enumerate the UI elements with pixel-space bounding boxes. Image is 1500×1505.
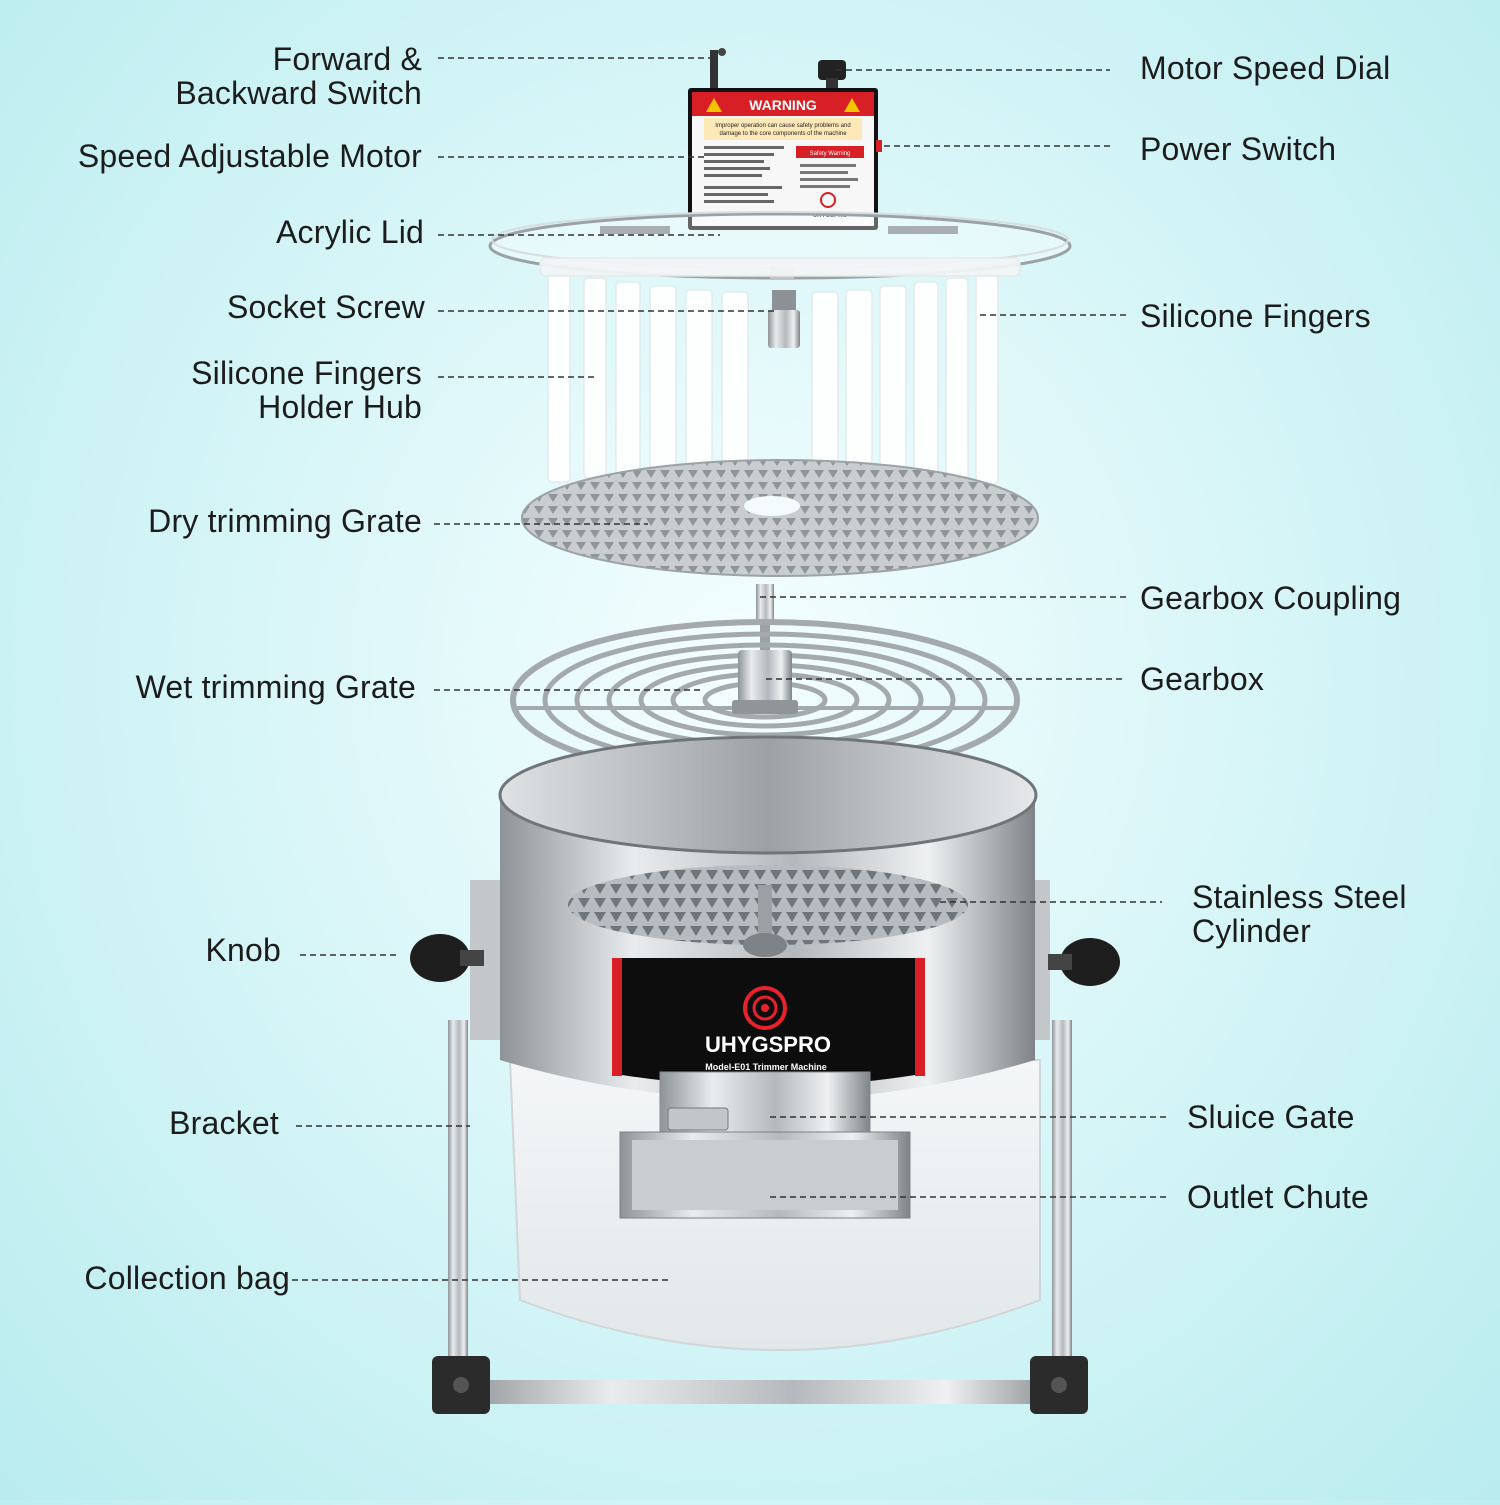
gearbox <box>732 650 798 714</box>
label-outlet-chute: Outlet Chute <box>1187 1179 1370 1215</box>
label-gearbox-coupling: Gearbox Coupling <box>1140 580 1402 616</box>
label-holder-hub-line-1: Silicone Fingers <box>191 355 422 391</box>
label-stainless-steel-cylinder: Stainless Steel Cylinder <box>1192 880 1407 948</box>
outlet-chute <box>619 1131 911 1219</box>
safety-warning-title: Safety Warning <box>810 151 851 157</box>
label-bracket: Bracket <box>169 1105 279 1141</box>
spiral-logo-icon <box>820 192 836 208</box>
brand-panel: UHYGSPRO Model-E01 Trimmer Machine <box>612 958 925 1087</box>
label-gearbox: Gearbox <box>1140 661 1265 697</box>
label-forward-backward-line-2: Backward Switch <box>175 75 422 111</box>
speed-dial-knob-icon <box>818 60 846 80</box>
label-cylinder-line-2: Cylinder <box>1192 913 1311 949</box>
warning-text-2: damage to the core components of the mac… <box>719 131 847 137</box>
warning-triangle-icon <box>706 98 722 112</box>
brand-name: UHYGSPRO <box>705 1032 831 1057</box>
motor-box: WARNING Improper operation can cause saf… <box>688 48 882 230</box>
label-motor-speed-dial: Motor Speed Dial <box>1140 50 1391 86</box>
label-dry-trimming-grate: Dry trimming Grate <box>148 503 422 539</box>
label-holder-hub-line-2: Holder Hub <box>258 389 422 425</box>
label-forward-backward-switch: Forward & Backward Switch <box>175 42 422 110</box>
label-sluice-gate: Sluice Gate <box>1187 1099 1355 1135</box>
sluice-gate <box>659 1071 871 1133</box>
model-name: Model-E01 Trimmer Machine <box>705 1062 827 1072</box>
label-socket-screw: Socket Screw <box>226 289 425 325</box>
label-wet-trimming-grate: Wet trimming Grate <box>135 669 416 705</box>
label-silicone-fingers-holder-hub: Silicone Fingers Holder Hub <box>191 356 422 424</box>
label-collection-bag: Collection bag <box>84 1260 290 1296</box>
label-silicone-fingers: Silicone Fingers <box>1140 298 1371 334</box>
label-forward-backward-line-1: Forward & <box>272 41 422 77</box>
knob-left <box>410 934 484 982</box>
forward-backward-switch-icon <box>710 50 718 88</box>
warning-banner <box>692 92 874 116</box>
silicone-fingers <box>539 257 1021 487</box>
warning-triangle-icon <box>844 98 860 112</box>
label-acrylic-lid: Acrylic Lid <box>275 214 424 250</box>
dry-trimming-grate <box>521 459 1039 577</box>
spiral-logo-icon <box>743 986 787 1030</box>
leader-lines <box>292 57 1166 1281</box>
power-switch-icon <box>876 140 882 152</box>
motor-brand: UHYGSPRO <box>813 213 848 219</box>
knob-right <box>1048 938 1120 986</box>
socket-screw <box>768 290 800 348</box>
label-speed-adjustable-motor: Speed Adjustable Motor <box>77 138 422 174</box>
gearbox-coupling <box>756 584 774 650</box>
label-power-switch: Power Switch <box>1140 131 1337 167</box>
warning-title: WARNING <box>749 97 817 113</box>
warning-text-1: Improper operation can cause safety prob… <box>715 123 850 129</box>
label-cylinder-line-1: Stainless Steel <box>1192 879 1407 915</box>
label-knob: Knob <box>205 932 281 968</box>
